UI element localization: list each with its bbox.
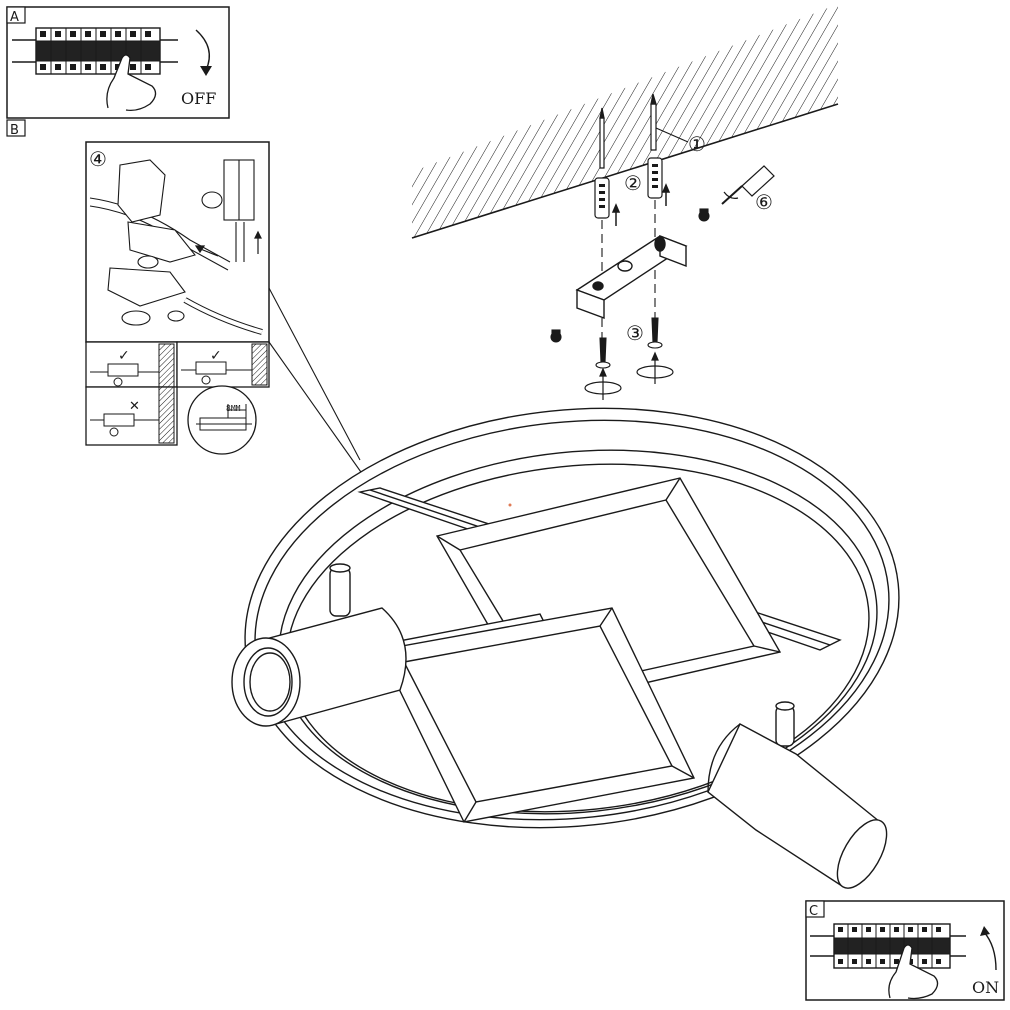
step-4-number: ④ [89,147,107,171]
step-2-label: ② [624,171,642,195]
mounting-bracket [575,234,688,320]
breaker-strip-icon [12,27,178,75]
panel-c-on-label: ON [972,978,999,997]
ceiling-lamp [231,407,900,889]
step-3-label: ③ [626,321,644,345]
step-6-label: ⑥ [755,190,773,214]
ok-mark-top-left: ✓ [118,348,130,364]
breaker-strip-on-icon [810,923,966,969]
strip-length-label: 8MM [226,404,241,413]
screwdriver-icon [721,165,775,205]
strip-length-magnifier [187,385,257,455]
accent-dot [508,503,512,507]
screws [550,208,710,369]
hand-icon [106,54,157,112]
ok-mark-top-right: ✓ [210,348,222,364]
panel-c-breaker-on: C ON [805,900,1005,1001]
step-1-label: ① [688,132,706,156]
panel-a-off-label: OFF [181,89,216,108]
panel-b-tag: B [10,123,19,138]
wiring-detail-box: ④ [85,141,270,455]
panel-a-tag: A [10,10,19,25]
panel-c-tag: C [809,904,818,919]
ceiling-hatch [411,4,839,239]
bad-mark: ✕ [129,399,140,414]
hand-on-icon [888,944,939,1000]
panel-a-breaker-off: A OFF [6,6,230,119]
mounting-hardware [594,93,689,219]
